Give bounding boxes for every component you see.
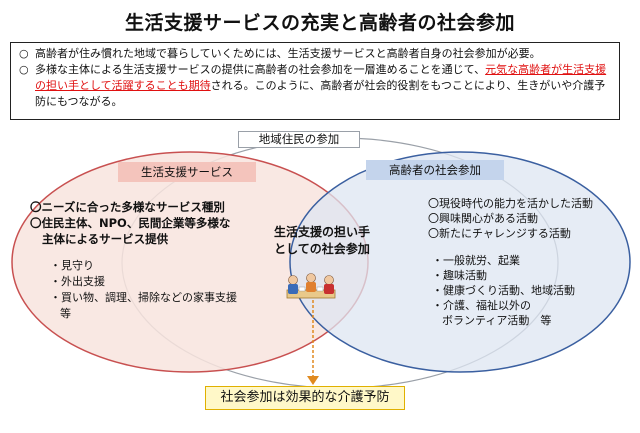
intro-box: ○高齢者が住み慣れた地域で暮らしていくためには、生活支援サービスと高齢者自身の社… [10,42,620,120]
right-item-2: ・趣味活動 [432,269,487,282]
center-overlap-text: 生活支援の担い手 としての社会参加 [273,225,370,256]
left-item-1: ・見守り [50,259,94,272]
right-point-3: 〇新たにチャレンジする活動 [428,227,571,240]
arrow-head [307,376,319,385]
right-item-4: ・介護、福祉以外の [432,299,531,312]
left-item-2: ・外出支援 [50,275,105,288]
left-item-4: 等 [60,307,71,320]
page-title: 生活支援サービスの充実と高齢者の社会参加 [124,12,515,34]
left-point-1: 〇ニーズに合った多様なサービス種別 [30,200,225,214]
right-point-1: 〇現役時代の能力を活かした活動 [428,197,593,210]
people-meeting-icon [286,273,336,299]
right-item-3: ・健康づくり活動、地域活動 [432,284,575,297]
left-item-3: ・買い物、調理、掃除などの家事支援 [50,291,237,304]
right-item-5: ボランティア活動 等 [442,314,552,327]
right-circle-label: 高齢者の社会参加 [366,160,504,180]
intro-point-2: ○多様な主体による生活支援サービスの提供に高齢者の社会参加を一層進めることを通じ… [19,63,607,108]
intro-highlight: 元気な高齢者が生活支援の担い手として活躍することも期待 [35,63,607,92]
right-item-1: ・一般就労、起業 [432,254,520,267]
intro-point-1: ○高齢者が住み慣れた地域で暮らしていくためには、生活支援サービスと高齢者自身の社… [19,47,541,60]
right-point-2: 〇興味関心がある活動 [428,212,538,225]
left-point-2-line-2: 主体によるサービス提供 [42,232,169,246]
conclusion-box: 社会参加は効果的な介護予防 [205,386,405,410]
left-point-2-line-1: 〇住民主体、NPO、民間企業等多様な [30,216,231,230]
community-label: 地域住民の参加 [238,131,360,148]
right-circle [289,151,631,373]
left-circle-label: 生活支援サービス [118,162,256,182]
